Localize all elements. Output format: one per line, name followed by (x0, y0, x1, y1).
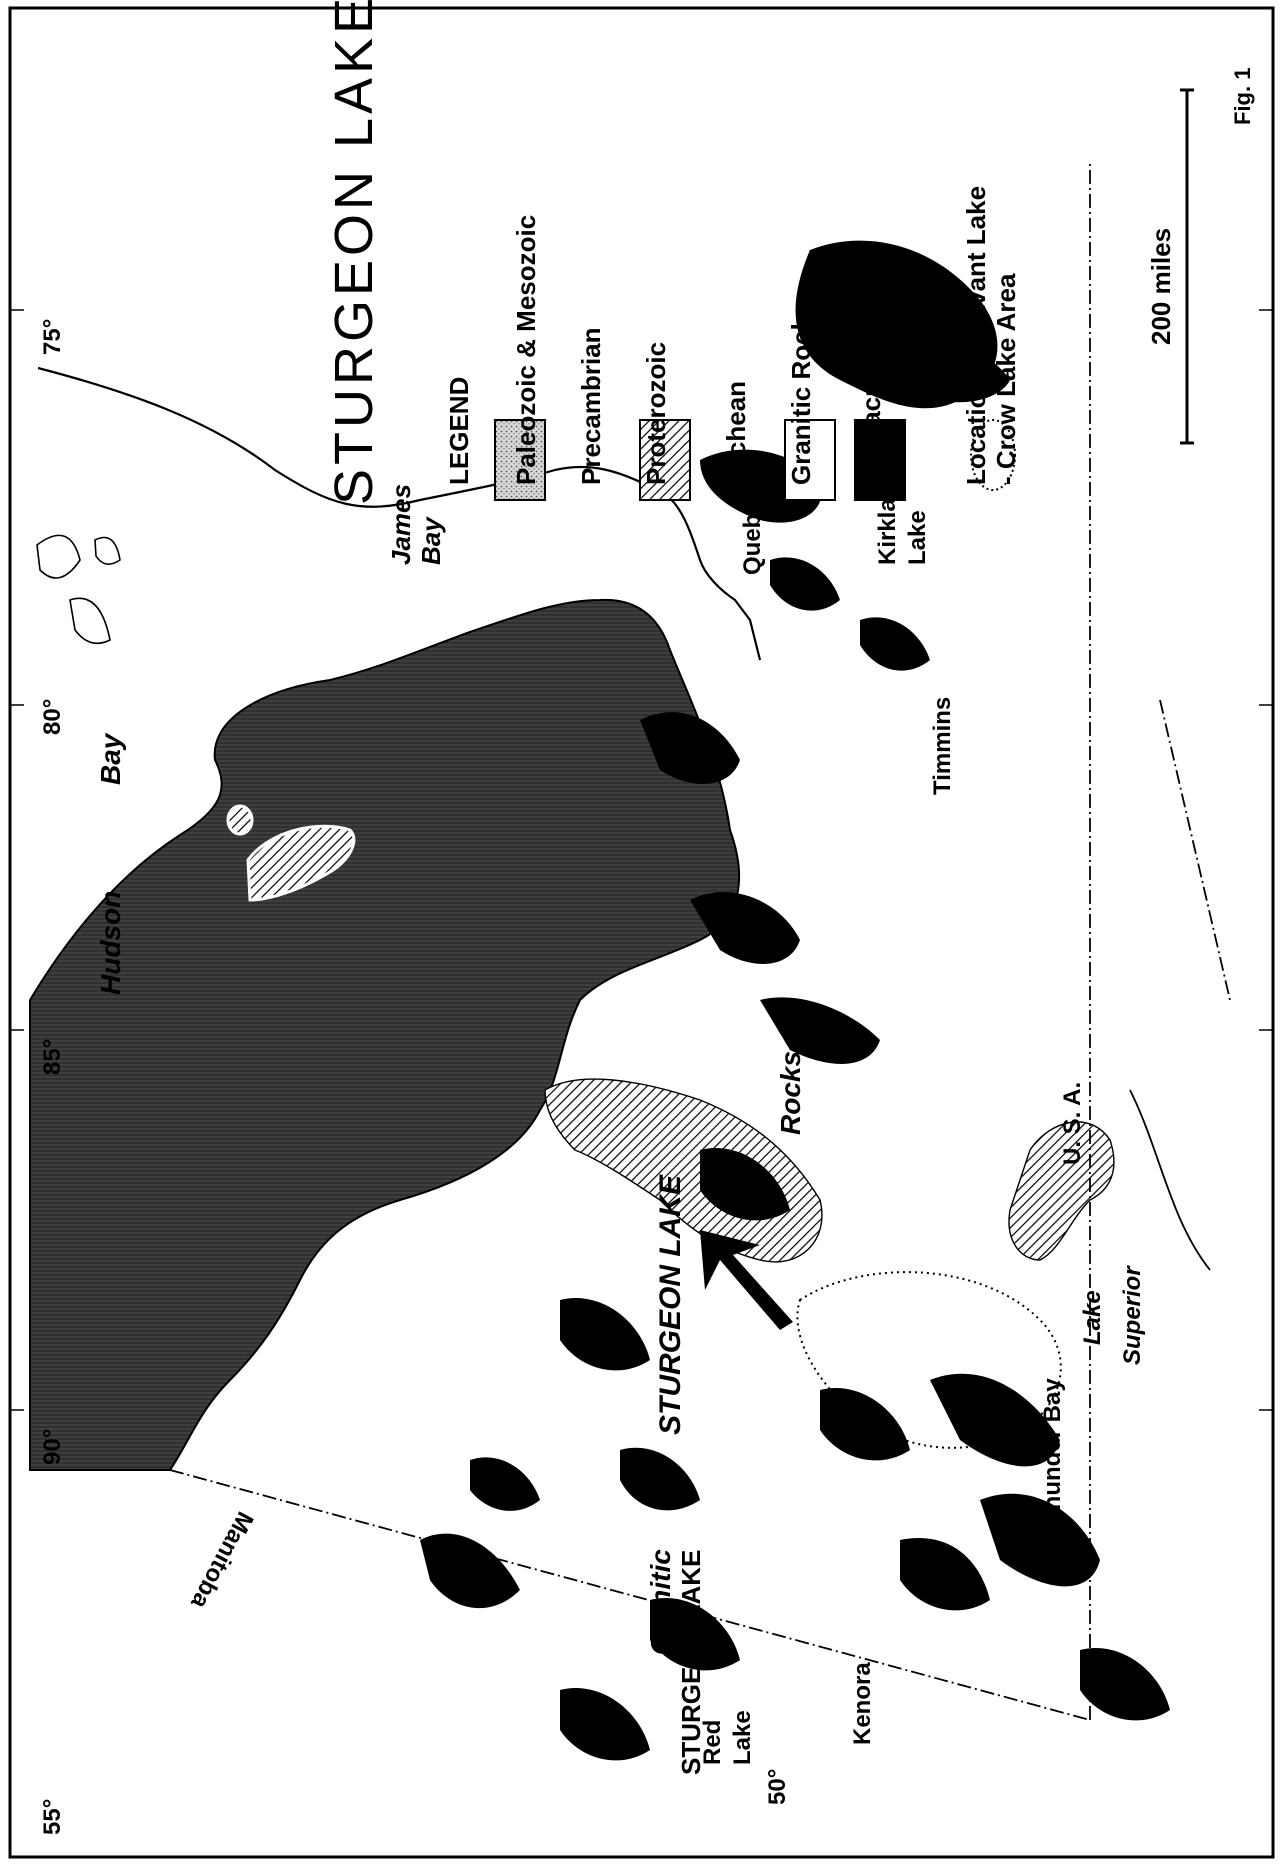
legend-label-supracrustal: Supracrustal Rocks (856, 241, 886, 485)
lat-55-label: 55° (39, 1799, 66, 1835)
lake-superior-shore (1129, 1089, 1211, 1271)
legend-heading: LEGEND (444, 377, 474, 485)
legend-label-granitic: Granitic Rocks (786, 301, 816, 485)
place-kenora: Kenora (849, 1662, 876, 1745)
legend-swatch-granitic (784, 419, 836, 501)
map-title: STURGEON LAKE: (324, 0, 384, 505)
place-usa: U. S. A. (1059, 1082, 1086, 1165)
place-kirkland-lake: Lake (904, 510, 931, 565)
legend-label-paleozoic: Paleozoic & Mesozoic (511, 215, 541, 485)
label-sturgeon-lake-small: STURGEON LAKE (676, 1550, 706, 1775)
place-rocks: Rocks (775, 1051, 806, 1135)
place-timmins: Timmins (929, 697, 956, 795)
paleozoic-lowland (29, 598, 741, 1471)
lat-50-label: 50° (764, 1769, 791, 1805)
proterozoic-islet (226, 804, 254, 836)
sturgeon-lake-arrow (700, 1230, 793, 1330)
legend-label-location-line2: - Crow Lake Area (991, 273, 1021, 485)
legend-label-archean: Archean (721, 381, 751, 485)
proterozoic-thunder-bay (1008, 1121, 1115, 1261)
scale-bar (1180, 88, 1194, 445)
place-red: Red (699, 1720, 726, 1765)
usa-boundary (1159, 699, 1231, 1001)
lon-90-label: 90° (39, 1429, 66, 1465)
place-thunder-bay: Thunder Bay (1039, 1378, 1066, 1525)
coast-islands (36, 534, 121, 645)
legend-label-precambrian: Precambrian (576, 327, 606, 485)
manitoba-boundary (169, 1469, 1091, 1721)
savant-crow-lake-outline (796, 1271, 1062, 1449)
label-sturgeon-lake-large: STURGEON LAKE (654, 1174, 687, 1435)
legend-swatch-proterozoic (639, 419, 691, 501)
lon-80-label: 80° (39, 699, 66, 735)
legend-swatch-paleozoic (494, 419, 546, 501)
place-bay: Bay (95, 732, 126, 785)
place-quebec: Quebec (739, 487, 766, 575)
place-lake: Lake (1079, 1290, 1106, 1345)
place-james: James (386, 484, 416, 565)
place-kirkland: Kirkland (874, 469, 901, 565)
legend-swatch-location (970, 419, 1016, 491)
lon-85-label: 85° (39, 1039, 66, 1075)
place-red-lake: Lake (729, 1710, 756, 1765)
graticule-ticks (10, 309, 1273, 1411)
place-granitic: Granitic (645, 1549, 676, 1655)
proterozoic-band-north (246, 824, 356, 902)
lon-75-label: 75° (39, 319, 66, 355)
label-layer: STURGEON LAKE: Fig. 1 200 miles 75° 80° … (39, 0, 1255, 1835)
legend-swatch-supracrustal (854, 419, 906, 501)
place-superior: Superior (1119, 1265, 1146, 1365)
figure-label: Fig. 1 (1230, 68, 1255, 125)
scale-bar-label: 200 miles (1146, 228, 1176, 345)
place-james-bay: Bay (416, 516, 446, 565)
legend-label-proterozoic: Proterozoic (641, 342, 671, 485)
legend-label-location: Location of Savant Lake (961, 186, 991, 485)
place-hudson: Hudson (95, 891, 126, 995)
